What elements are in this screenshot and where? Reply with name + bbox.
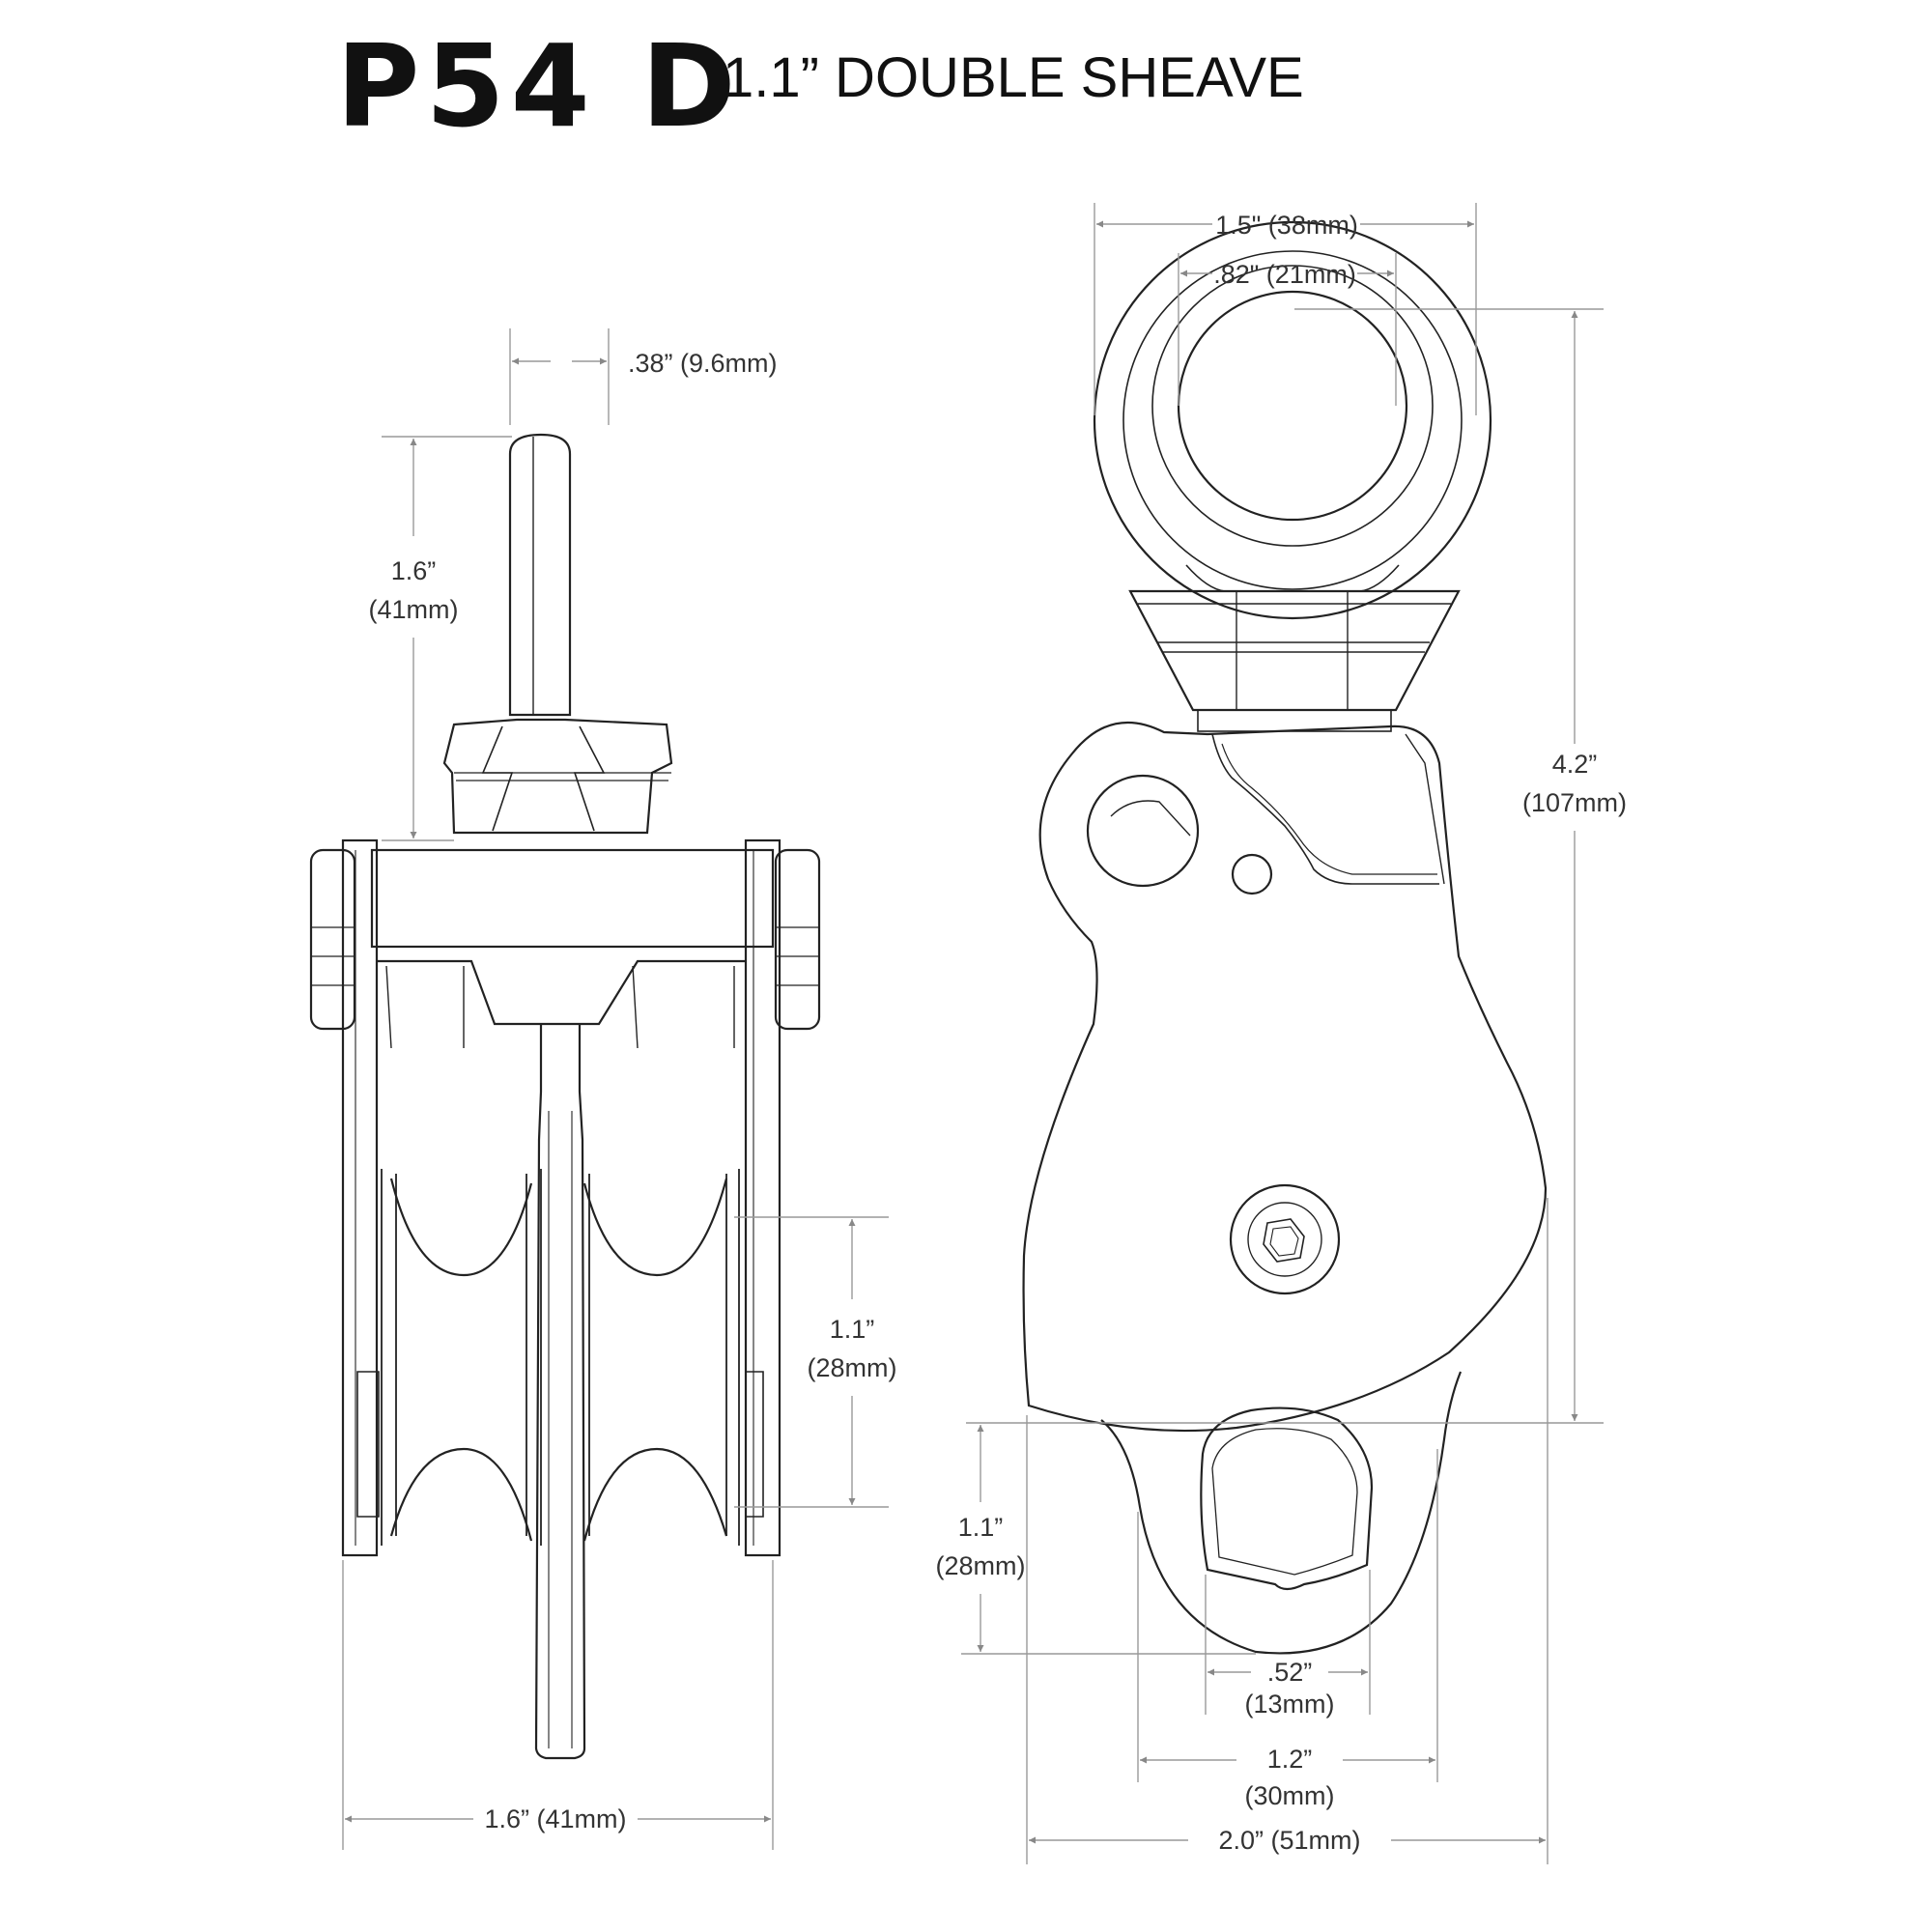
side-view (309, 433, 821, 1760)
sheave-right (582, 1178, 728, 1542)
front-view (1022, 220, 1548, 1655)
dim-total-height-mm: (107mm) (1522, 788, 1627, 817)
hex-socket-icon (1263, 1218, 1305, 1263)
dim-becket-height-mm: (28mm) (936, 1551, 1026, 1580)
dim-becket-hole-in: .52” (1267, 1658, 1313, 1687)
swivel-cone (1128, 589, 1461, 712)
axle-bolt (1229, 1183, 1341, 1295)
dim-overall-width: 2.0” (51mm) (1218, 1826, 1360, 1855)
side-view-dimensions (342, 328, 889, 1850)
dim-total-height-in: 4.2” (1552, 750, 1598, 779)
dim-swivel-inner: .82" (21mm) (1213, 260, 1356, 289)
becket-hole (1200, 1406, 1374, 1591)
side-plate-right (744, 838, 781, 1557)
side-plate-left (341, 838, 379, 1557)
front-view-dimensions (961, 203, 1604, 1864)
dim-becket-height-in: 1.1” (958, 1513, 1004, 1542)
becket-lower (1100, 1371, 1463, 1655)
cross-bar (370, 848, 775, 949)
center-plate (534, 1024, 586, 1760)
dim-shackle-height-mm: (41mm) (369, 595, 459, 624)
becket-pin-hole (1086, 774, 1200, 888)
dim-shackle-height-in: 1.6” (391, 556, 437, 585)
swivel-eye-inner (1177, 290, 1408, 522)
dim-becket-hole-mm: (13mm) (1245, 1690, 1335, 1719)
dim-sheave-side-mm: (28mm) (808, 1353, 897, 1382)
shackle-post (508, 433, 572, 717)
dim-swivel-outer: 1.5" (38mm) (1215, 211, 1358, 240)
dim-sheave-side-in: 1.1” (830, 1315, 875, 1344)
dim-becket-width-in: 1.2” (1267, 1745, 1313, 1774)
swivel-nut (442, 718, 673, 835)
axle-cap-left (309, 848, 356, 1031)
product-description: 1.1” DOUBLE SHEAVE (723, 46, 1304, 109)
sheave-left (389, 1178, 533, 1542)
axle-cap-right (774, 848, 821, 1031)
dim-shackle-width: .38” (9.6mm) (628, 349, 778, 378)
small-pin-hole (1231, 853, 1273, 895)
swivel-eye-outer (1093, 220, 1492, 620)
dimension-labels: .38” (9.6mm) 1.6” (41mm) 1.1” (28mm) 1.6… (369, 211, 1628, 1855)
product-code: P54 D (336, 19, 742, 153)
dim-body-width-side: 1.6” (41mm) (484, 1804, 626, 1833)
dim-becket-width-mm: (30mm) (1245, 1781, 1335, 1810)
pulley-body (1022, 721, 1548, 1433)
